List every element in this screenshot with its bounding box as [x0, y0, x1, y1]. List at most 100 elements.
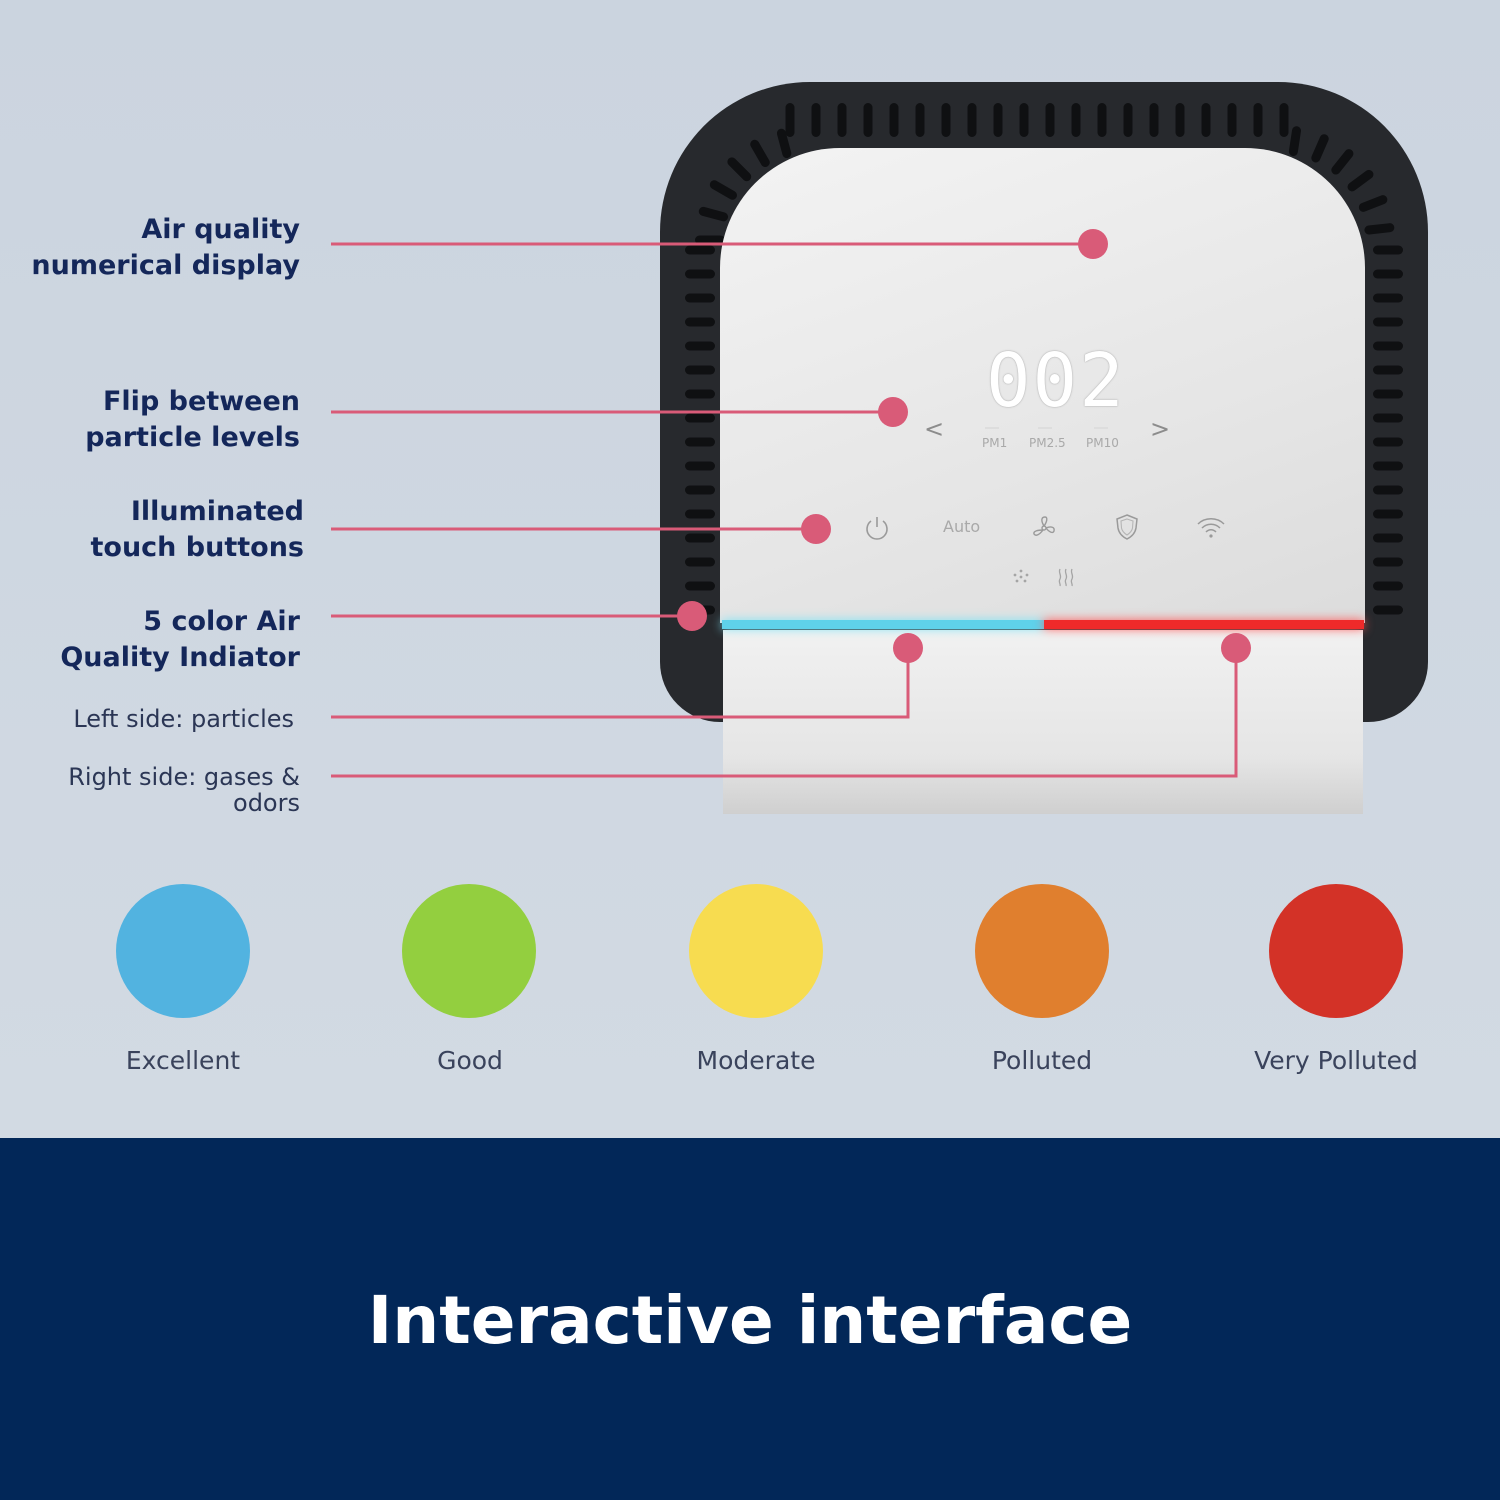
callout-dot [878, 397, 908, 427]
vent-slot [685, 557, 715, 567]
bottom-banner [0, 1138, 1500, 1500]
callout-line: Illuminated [130, 496, 304, 527]
vent-slot [993, 103, 1003, 137]
vent-slot [685, 533, 715, 543]
dots-icon[interactable] [1010, 567, 1032, 587]
vent-slot [1227, 103, 1237, 137]
vent-slot [776, 128, 792, 159]
heat-waves-icon[interactable] [1055, 566, 1077, 588]
pm-indicator-tick [1038, 427, 1052, 429]
vent-slot [1373, 485, 1403, 495]
label-very-polluted: Very Polluted [1254, 1046, 1418, 1075]
vent-slot [863, 103, 873, 137]
callout-dot [801, 514, 831, 544]
vent-grille [685, 103, 1403, 615]
callout-line: Quality Indiator [60, 642, 300, 673]
pm1-label: PM1 [982, 436, 1008, 450]
callout-line: touch buttons [90, 532, 304, 563]
swatch-good [402, 884, 536, 1018]
vent-slot [1373, 461, 1403, 471]
vent-slot [967, 103, 977, 137]
shield-icon[interactable] [1113, 512, 1141, 542]
vent-slot [695, 235, 725, 245]
vent-slot [811, 103, 821, 137]
vent-slot [1071, 103, 1081, 137]
vent-slot [1373, 245, 1403, 255]
callout-line: 5 color Air [143, 606, 300, 637]
swatch-very-polluted [1269, 884, 1403, 1018]
callout-right-side: Right side: gases & odors [68, 764, 300, 816]
callout-line: Air quality [141, 214, 300, 245]
vent-slot [698, 206, 729, 222]
vent-slot [685, 365, 715, 375]
label-polluted: Polluted [991, 1046, 1093, 1075]
vent-slot [727, 157, 752, 182]
callout-touch-buttons: Illuminated touch buttons [90, 494, 304, 566]
callout-dot [893, 633, 923, 663]
vent-slot [709, 180, 737, 200]
vent-slot [1288, 126, 1302, 157]
callout-dot [1078, 229, 1108, 259]
auto-mode-button[interactable]: Auto [943, 517, 981, 536]
power-icon[interactable] [862, 513, 892, 543]
prev-particle-button[interactable]: < [924, 415, 945, 443]
vent-slot [1358, 195, 1388, 212]
fan-icon[interactable] [1029, 513, 1059, 543]
callout-line: Right side: gases & [68, 763, 300, 791]
callout-line: particle levels [85, 422, 300, 453]
next-particle-button[interactable]: > [1150, 415, 1171, 443]
vent-slot [1373, 533, 1403, 543]
vent-slot [1019, 103, 1029, 137]
callout-air-quality-display: Air quality numerical display [31, 212, 300, 284]
vent-slot [1373, 365, 1403, 375]
control-panel [720, 148, 1365, 623]
vent-slot [1311, 134, 1329, 163]
callout-line: Flip between [102, 386, 300, 417]
vent-slot [750, 139, 770, 167]
vent-slot [685, 461, 715, 471]
pm25-label: PM2.5 [1029, 436, 1066, 450]
vent-slot [1373, 293, 1403, 303]
vent-slot [1373, 269, 1403, 279]
vent-slot [685, 317, 715, 327]
vent-slot [685, 389, 715, 399]
callout-line: odors [233, 789, 300, 817]
vent-slot [1364, 223, 1395, 235]
vent-slot [1045, 103, 1055, 137]
vent-slot [1123, 103, 1133, 137]
swatch-excellent [116, 884, 250, 1018]
vent-slot [685, 269, 715, 279]
callout-color-indicator: 5 color Air Quality Indiator [60, 604, 300, 676]
vent-slot [685, 509, 715, 519]
vent-slot [1331, 149, 1354, 175]
swatch-moderate [689, 884, 823, 1018]
vent-slot [1373, 389, 1403, 399]
pm-indicator-tick [1094, 427, 1108, 429]
vent-slot [1175, 103, 1185, 137]
vent-slot [685, 341, 715, 351]
swatch-polluted [975, 884, 1109, 1018]
vent-slot [1347, 169, 1374, 192]
label-excellent: Excellent [125, 1046, 241, 1075]
vent-slot [1373, 581, 1403, 591]
led-indicator-particles [722, 620, 1044, 629]
vent-slot [915, 103, 925, 137]
vent-slot [837, 103, 847, 137]
callout-leader-lines [331, 229, 1251, 778]
vent-slot [1373, 557, 1403, 567]
vent-slot [1373, 605, 1403, 615]
vent-slot [685, 413, 715, 423]
wifi-icon[interactable] [1195, 514, 1227, 542]
label-good: Good [437, 1046, 503, 1075]
callout-left-side: Left side: particles [73, 705, 294, 733]
callout-dot [1221, 633, 1251, 663]
led-indicator-gases [1044, 620, 1364, 629]
vent-slot [1149, 103, 1159, 137]
vent-slot [685, 293, 715, 303]
vent-slot [685, 437, 715, 447]
vent-slot [685, 485, 715, 495]
vent-slot [685, 245, 715, 255]
callout-line: numerical display [31, 250, 300, 281]
purifier-base [723, 630, 1363, 814]
pm10-label: PM10 [1086, 436, 1119, 450]
